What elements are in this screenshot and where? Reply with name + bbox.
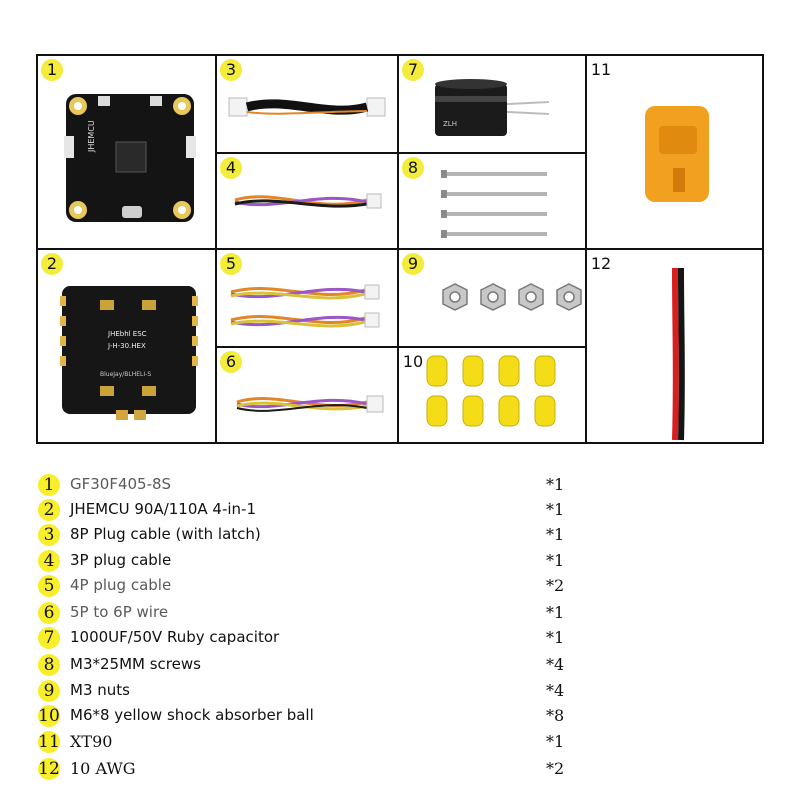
screws-image <box>441 170 547 238</box>
cell-screws: 8 <box>397 152 587 250</box>
item-quantity: *1 <box>546 525 565 544</box>
item-label: 8P Plug cable (with latch) <box>70 525 261 543</box>
item-number-badge: 9 <box>38 680 60 702</box>
cell-number: 2 <box>41 253 63 275</box>
item-label: 10 AWG <box>70 759 136 778</box>
item-quantity: *1 <box>546 475 565 494</box>
shock-balls-image <box>426 355 556 427</box>
cell-awg-wire: 12 <box>585 248 764 444</box>
list-item: 9 M3 nuts *4 <box>34 680 774 704</box>
cell-number: 10 <box>402 352 424 371</box>
cell-number: 5 <box>220 253 242 275</box>
list-item: 12 10 AWG *2 <box>34 758 774 782</box>
cell-4p-cable: 5 <box>215 248 399 348</box>
cell-xt90: 11 <box>585 54 764 250</box>
item-quantity: *8 <box>546 706 565 725</box>
esc-text-2: J-H-30.HEX <box>107 342 146 350</box>
item-number-badge: 12 <box>38 758 60 780</box>
item-quantity: *1 <box>546 732 565 751</box>
item-number-badge: 10 <box>38 705 60 727</box>
cell-capacitor: 7 ZLH <box>397 54 587 154</box>
cell-number: 1 <box>41 59 63 81</box>
item-number-badge: 6 <box>38 602 60 624</box>
list-item: 5 4P plug cable *2 <box>34 575 774 599</box>
cell-3p-cable: 4 <box>215 152 399 250</box>
item-number-badge: 2 <box>38 499 60 521</box>
list-item: 2 JHEMCU 90A/110A 4-in-1 *1 <box>34 499 774 523</box>
item-quantity: *4 <box>546 681 565 700</box>
fc-brand-text: JHEMCU <box>87 120 96 153</box>
item-number-badge: 7 <box>38 627 60 649</box>
cell-5p-6p-wire: 6 <box>215 346 399 444</box>
item-quantity: *1 <box>546 628 565 647</box>
item-label: JHEMCU 90A/110A 4-in-1 <box>70 500 256 518</box>
esc-board-image: JHEbhl ESC J-H-30.HEX BlueJay/BLHELI-S <box>60 286 198 420</box>
8p-cable-image <box>228 97 386 117</box>
4p-cable-image <box>230 284 380 328</box>
cell-number: 8 <box>402 157 424 179</box>
3p-cable-image <box>234 193 382 209</box>
item-label: 4P plug cable <box>70 576 172 594</box>
list-item: 3 8P Plug cable (with latch) *1 <box>34 524 774 548</box>
item-label: 5P to 6P wire <box>70 603 169 621</box>
item-number-badge: 4 <box>38 550 60 572</box>
cell-number: 6 <box>220 351 242 373</box>
cell-nuts: 9 <box>397 248 587 348</box>
list-item: 1 GF30F405-8S *1 <box>34 474 774 498</box>
item-quantity: *2 <box>546 576 565 595</box>
cell-number: 11 <box>590 60 612 79</box>
list-item: 8 M3*25MM screws *4 <box>34 654 774 678</box>
cell-esc: 2 JHEbhl ESC J-H-30.HEX BlueJay/BLHELI-S <box>36 248 217 444</box>
cell-shock-balls: 10 <box>397 346 587 444</box>
esc-text-1: JHEbhl ESC <box>107 330 147 338</box>
item-number-badge: 5 <box>38 575 60 597</box>
capacitor-image: ZLH <box>435 79 550 136</box>
item-number-badge: 1 <box>38 474 60 496</box>
awg-wire-image <box>672 267 685 441</box>
xt90-image <box>645 106 709 202</box>
cell-8p-cable: 3 <box>215 54 399 154</box>
list-item: 10 M6*8 yellow shock absorber ball *8 <box>34 705 774 729</box>
item-label: XT90 <box>70 732 113 751</box>
item-label: M3*25MM screws <box>70 655 201 673</box>
item-quantity: *1 <box>546 603 565 622</box>
cell-number: 7 <box>402 59 424 81</box>
cell-number: 12 <box>590 254 612 273</box>
5p-6p-wire-image <box>236 395 384 413</box>
item-quantity: *4 <box>546 655 565 674</box>
cell-number: 4 <box>220 157 242 179</box>
flight-controller-image: JHEMCU <box>64 94 196 222</box>
nuts-image <box>442 283 582 311</box>
item-number-badge: 3 <box>38 524 60 546</box>
cell-flight-controller: 1 JHEMCU <box>36 54 217 250</box>
item-number-badge: 11 <box>38 731 60 753</box>
list-item: 11 XT90 *1 <box>34 731 774 755</box>
parts-grid: 1 JHEMCU 2 <box>36 54 764 444</box>
item-label: 1000UF/50V Ruby capacitor <box>70 628 280 646</box>
item-label: GF30F405-8S <box>70 475 172 493</box>
cap-label: ZLH <box>443 120 457 128</box>
list-item: 7 1000UF/50V Ruby capacitor *1 <box>34 627 774 651</box>
item-quantity: *2 <box>546 759 565 778</box>
item-label: M3 nuts <box>70 681 130 699</box>
item-quantity: *1 <box>546 500 565 519</box>
item-label: M6*8 yellow shock absorber ball <box>70 706 314 724</box>
list-item: 6 5P to 6P wire *1 <box>34 602 774 626</box>
list-item: 4 3P plug cable *1 <box>34 550 774 574</box>
cell-number: 3 <box>220 59 242 81</box>
cell-number: 9 <box>402 253 424 275</box>
item-label: 3P plug cable <box>70 551 172 569</box>
item-number-badge: 8 <box>38 654 60 676</box>
esc-text-3: BlueJay/BLHELI-S <box>100 371 151 378</box>
item-quantity: *1 <box>546 551 565 570</box>
